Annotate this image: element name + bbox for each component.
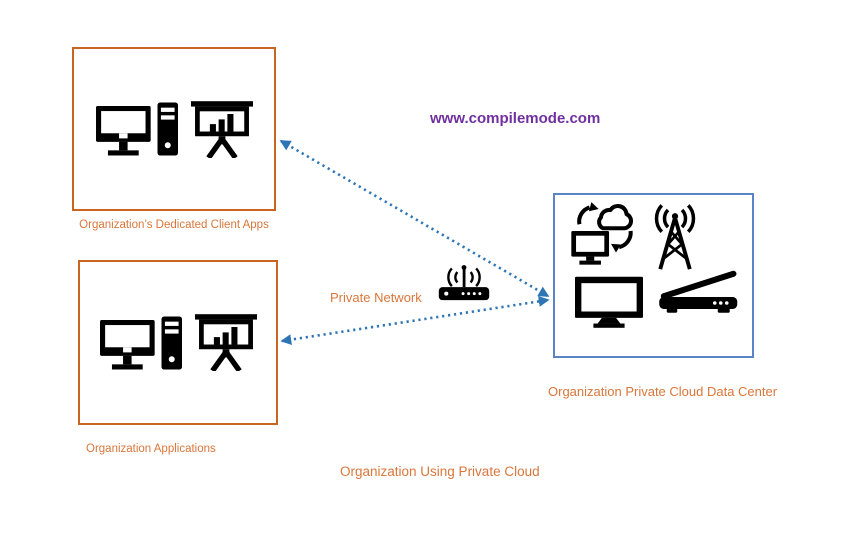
data-center-label: Organization Private Cloud Data Center bbox=[548, 384, 778, 399]
applications-box bbox=[78, 260, 278, 425]
presentation-chart-icon bbox=[190, 100, 253, 158]
data-center-box bbox=[553, 193, 754, 358]
monitor-icon bbox=[575, 274, 643, 332]
radio-tower-icon bbox=[647, 203, 703, 273]
applications-label: Organization Applications bbox=[86, 443, 216, 455]
desktop-computer-icon bbox=[95, 101, 178, 157]
private-network-label: Private Network bbox=[330, 290, 422, 305]
client-apps-label: Organization’s Dedicated Client Apps bbox=[79, 219, 269, 231]
presentation-chart-icon bbox=[194, 314, 257, 371]
arrow-applications-datacenter bbox=[280, 296, 550, 345]
arrow-clientapps-datacenter bbox=[279, 139, 550, 298]
watermark-url: www.compilemode.com bbox=[430, 110, 601, 127]
client-apps-box bbox=[72, 47, 276, 211]
diagram-caption: Organization Using Private Cloud bbox=[340, 464, 540, 479]
client-apps-icons bbox=[74, 49, 274, 209]
wireless-router-icon bbox=[436, 260, 492, 303]
applications-icons bbox=[80, 262, 276, 423]
desktop-computer-icon bbox=[99, 315, 182, 371]
cloud-sync-icon bbox=[561, 200, 649, 266]
scanner-icon bbox=[652, 267, 746, 315]
